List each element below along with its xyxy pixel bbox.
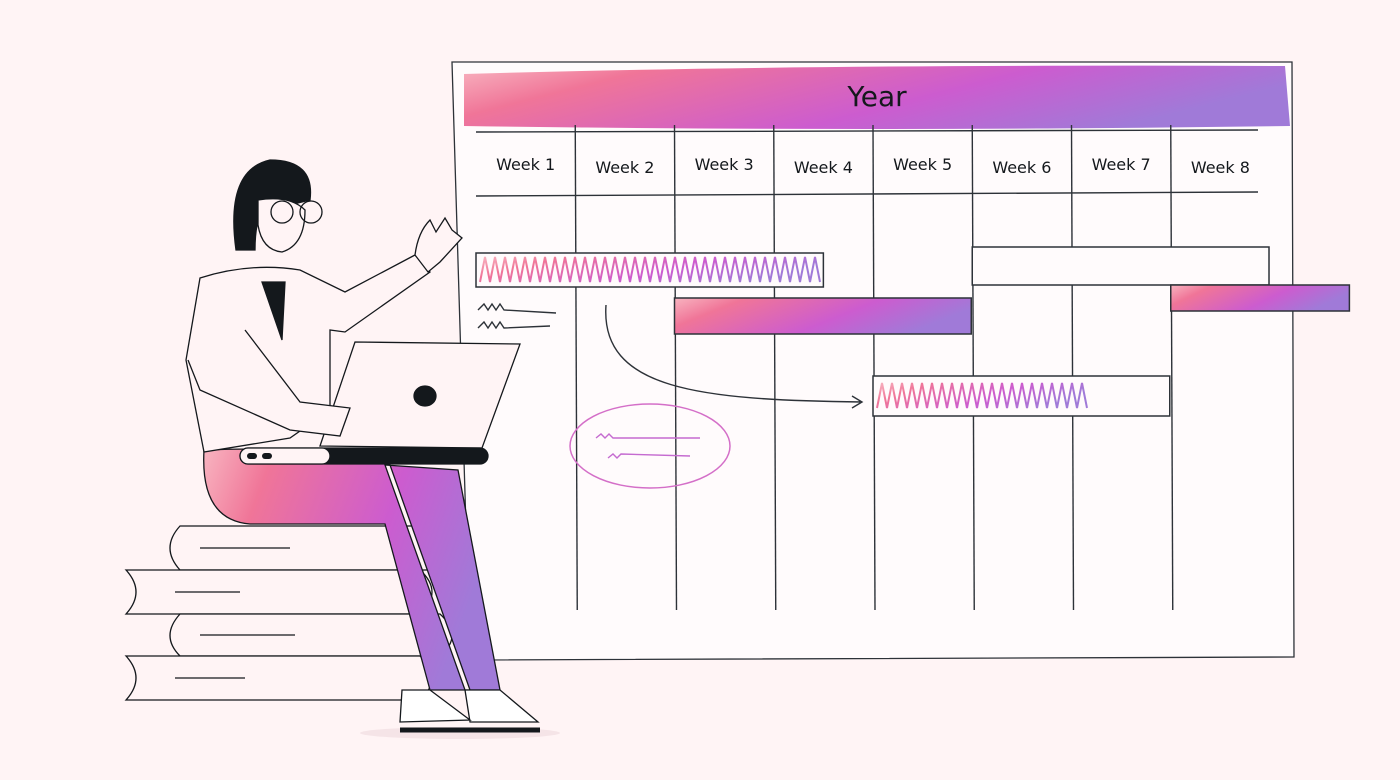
person (185, 159, 540, 733)
collar (261, 281, 286, 341)
week-header: Week 5 (893, 155, 952, 174)
task-bar (673, 297, 973, 335)
week-header: Week 6 (992, 158, 1051, 177)
column-lines (574, 124, 1174, 611)
circled-note (569, 403, 731, 489)
chart-title: Year (846, 80, 907, 113)
raised-hand (414, 216, 463, 273)
task-bar (872, 375, 1171, 417)
column-line (872, 124, 876, 611)
note-scribble (477, 302, 557, 330)
week-header: Week 7 (1092, 155, 1151, 174)
column-line (1170, 124, 1174, 611)
column-line (971, 124, 975, 611)
scribble-fill (479, 256, 821, 283)
column-line (673, 124, 678, 611)
glasses (270, 200, 294, 224)
title-banner (464, 65, 1290, 129)
arm (187, 329, 351, 437)
week-headers: Week 1 Week 2 Week 3 Week 4 Week 5 Week 6 Week… (496, 155, 1250, 177)
week-header: Week 8 (1191, 158, 1250, 177)
week-header: Week 1 (496, 155, 555, 174)
scribble-fill (876, 382, 1088, 409)
task-bars (475, 246, 1351, 417)
face (257, 198, 306, 253)
column-line (773, 124, 777, 611)
task-bar (971, 246, 1270, 286)
shoes (399, 689, 540, 723)
week-header: Week 4 (794, 158, 853, 177)
task-bar (1170, 284, 1351, 312)
grid (475, 129, 1259, 197)
dependency-arrow (605, 304, 864, 409)
column-line (1070, 124, 1075, 611)
column-line (574, 124, 578, 611)
week-header: Week 2 (595, 158, 654, 177)
week-header: Week 3 (695, 155, 754, 174)
